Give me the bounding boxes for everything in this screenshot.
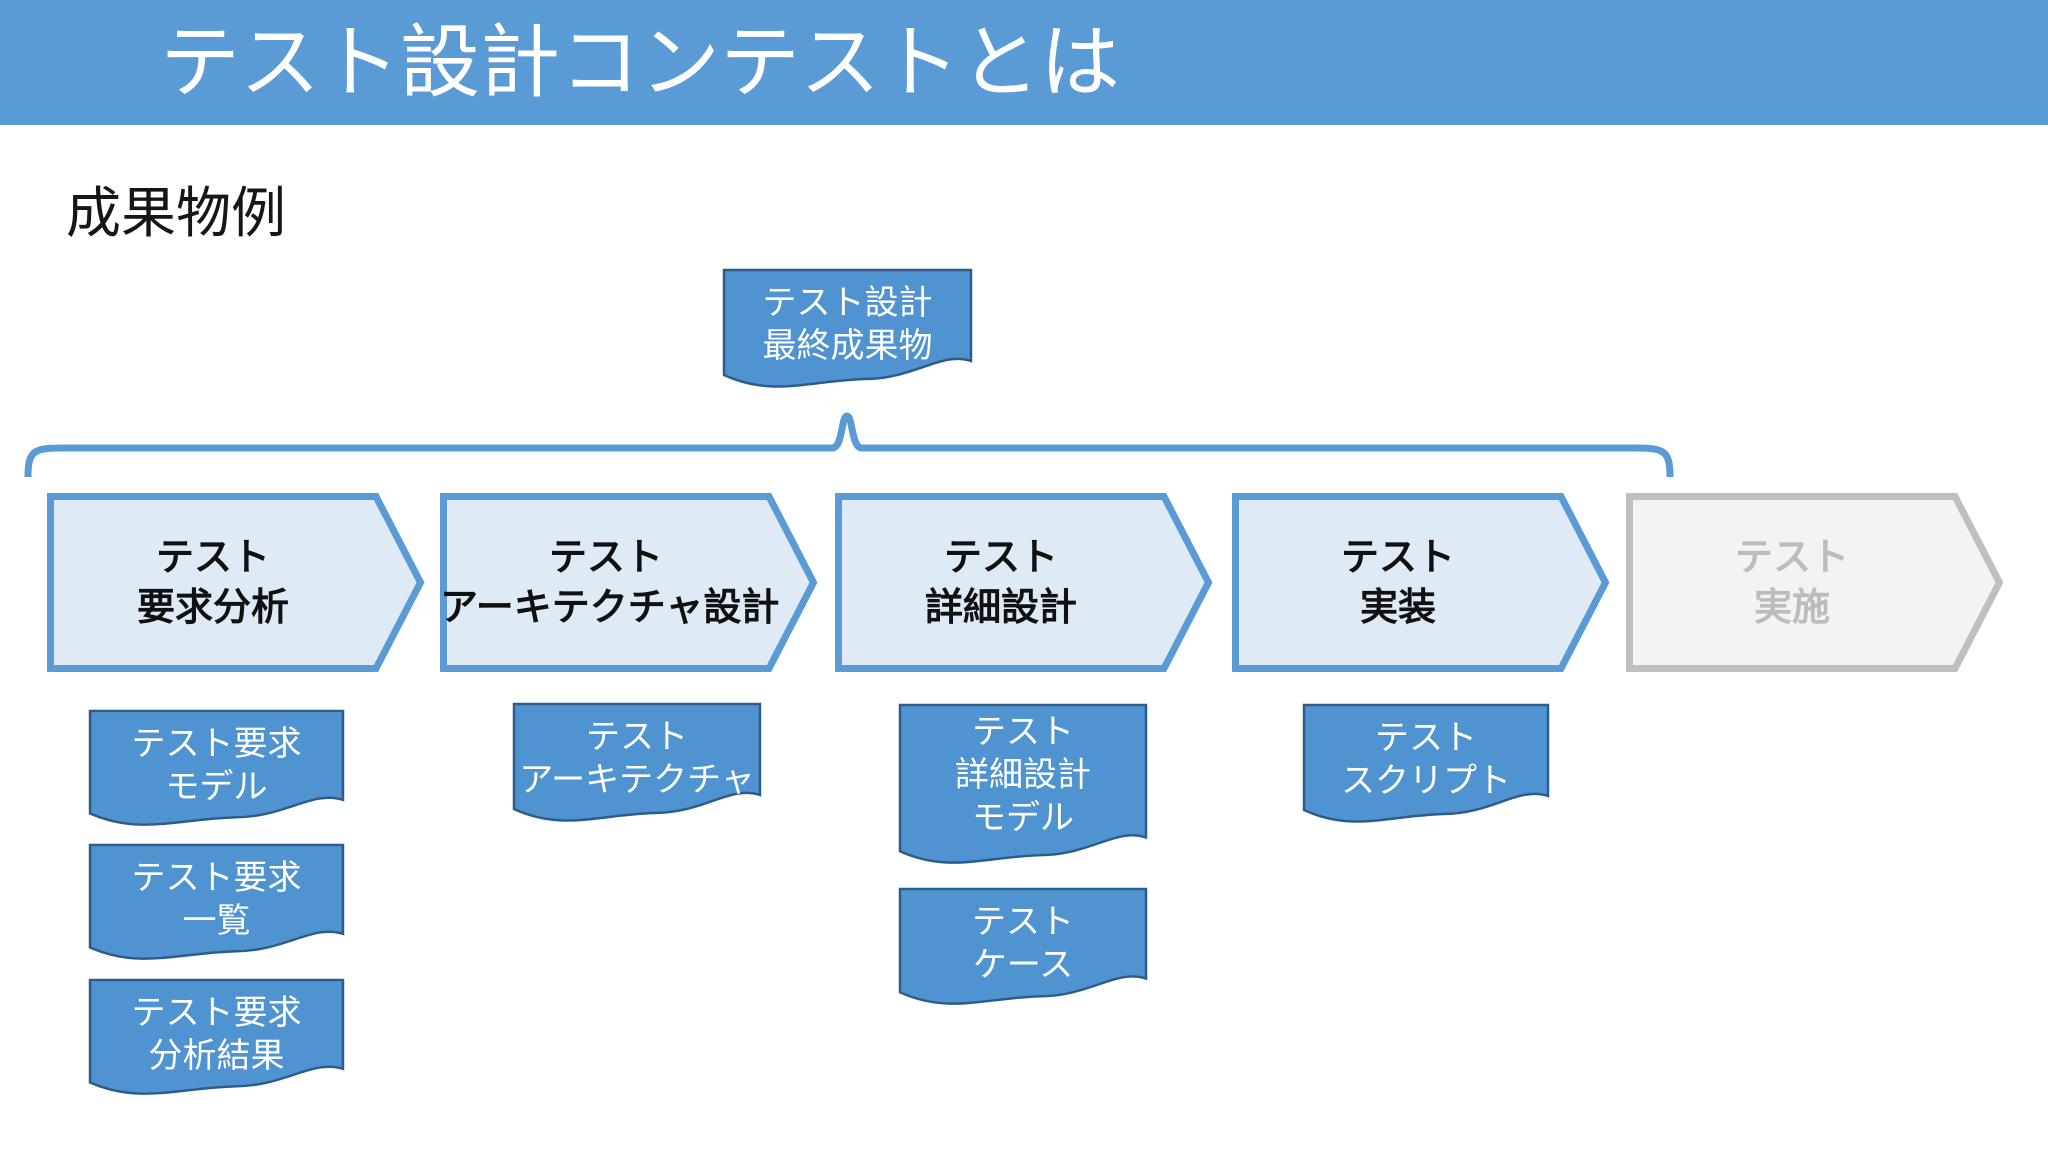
document-shape-icon (898, 887, 1148, 1005)
chevron-label-line: 要求分析 (136, 586, 289, 629)
chevron-label-line: テスト (943, 536, 1058, 579)
document-label-line: 一覧 (182, 902, 251, 940)
document-label-line: スクリプト (1341, 762, 1511, 800)
document-label-line: テスト設計 (762, 284, 933, 322)
document-label-line: ケース (972, 946, 1074, 984)
chevron-label-line: アーキテクチャ設計 (440, 586, 780, 629)
document-shape-icon (88, 709, 345, 826)
document-test-architecture: テスト アーキテクチャ (512, 702, 762, 829)
chevron-label-line: テスト (155, 536, 270, 579)
document-label-line: 分析結果 (148, 1037, 285, 1075)
document-label: テスト要求 分析結果 (88, 978, 345, 1078)
chevron-test-execution: テスト 実施 (1626, 493, 2004, 672)
chevron-label: テスト アーキテクチャ設計 (440, 493, 780, 672)
document-label-line: 最終成果物 (762, 327, 933, 365)
chevron-label: テスト 要求分析 (47, 493, 379, 672)
chevron-label-line: テスト (1340, 536, 1455, 579)
document-label-line: テスト要求 (131, 994, 302, 1032)
chevron-label: テスト 実装 (1232, 493, 1564, 672)
chevron-test-architecture-design: テスト アーキテクチャ設計 (440, 493, 818, 672)
document-test-case: テスト ケース (898, 887, 1148, 1012)
document-label-line: 詳細設計 (955, 756, 1091, 794)
subtitle: 成果物例 (66, 182, 287, 244)
document-test-requirements-model: テスト要求 モデル (88, 709, 345, 833)
document-label: テスト スクリプト (1302, 703, 1550, 803)
document-shape-icon (898, 703, 1148, 864)
document-label: テスト アーキテクチャ (512, 702, 762, 802)
document-label-line: モデル (972, 799, 1074, 837)
chevron-label-line: テスト (548, 536, 663, 579)
chevron-label: テスト 実施 (1626, 493, 1958, 672)
document-label: テスト要求 一覧 (88, 843, 345, 943)
chevron-arrow-icon (1232, 493, 1610, 672)
document-shape-icon (722, 268, 973, 388)
document-shape-icon (88, 978, 345, 1095)
chevron-arrow-icon (47, 493, 425, 672)
chevron-test-implementation: テスト 実装 (1232, 493, 1610, 672)
chevron-arrow-icon (440, 493, 818, 672)
document-test-requirements-list: テスト要求 一覧 (88, 843, 345, 967)
document-test-script: テスト スクリプト (1302, 703, 1550, 830)
document-final-deliverables: テスト設計 最終成果物 (722, 268, 973, 395)
document-label-line: テスト (972, 713, 1074, 751)
document-label-line: テスト要求 (131, 859, 302, 897)
document-label-line: モデル (165, 768, 268, 806)
document-label-line: テスト (586, 718, 688, 756)
title-banner: テスト設計コンテストとは (0, 0, 2048, 125)
document-label: テスト要求 モデル (88, 709, 345, 809)
document-label-line: アーキテクチャ (519, 761, 755, 799)
chevron-label: テスト 詳細設計 (835, 493, 1167, 672)
document-label-line: テスト (1375, 719, 1477, 757)
document-label: テスト ケース (898, 887, 1148, 987)
chevron-label-line: 実施 (1753, 586, 1830, 629)
document-label: テスト設計 最終成果物 (722, 268, 973, 368)
document-shape-icon (512, 702, 762, 822)
chevron-arrow-icon (835, 493, 1213, 672)
chevron-arrow-icon (1626, 493, 2004, 672)
document-test-requirements-analysis-result: テスト要求 分析結果 (88, 978, 345, 1102)
grouping-brace (24, 412, 1674, 478)
chevron-label-line: 詳細設計 (924, 586, 1077, 629)
document-shape-icon (88, 843, 345, 960)
chevron-test-detailed-design: テスト 詳細設計 (835, 493, 1213, 672)
document-shape-icon (1302, 703, 1550, 823)
document-label-line: テスト (972, 903, 1074, 941)
chevron-label-line: 実装 (1359, 586, 1436, 629)
chevron-label-line: テスト (1734, 536, 1849, 579)
document-label: テスト 詳細設計 モデル (898, 703, 1148, 840)
document-test-detailed-design-model: テスト 詳細設計 モデル (898, 703, 1148, 871)
slide-title: テスト設計コンテストとは (160, 18, 1120, 107)
document-label-line: テスト要求 (131, 725, 302, 763)
chevron-test-requirements-analysis: テスト 要求分析 (47, 493, 425, 672)
